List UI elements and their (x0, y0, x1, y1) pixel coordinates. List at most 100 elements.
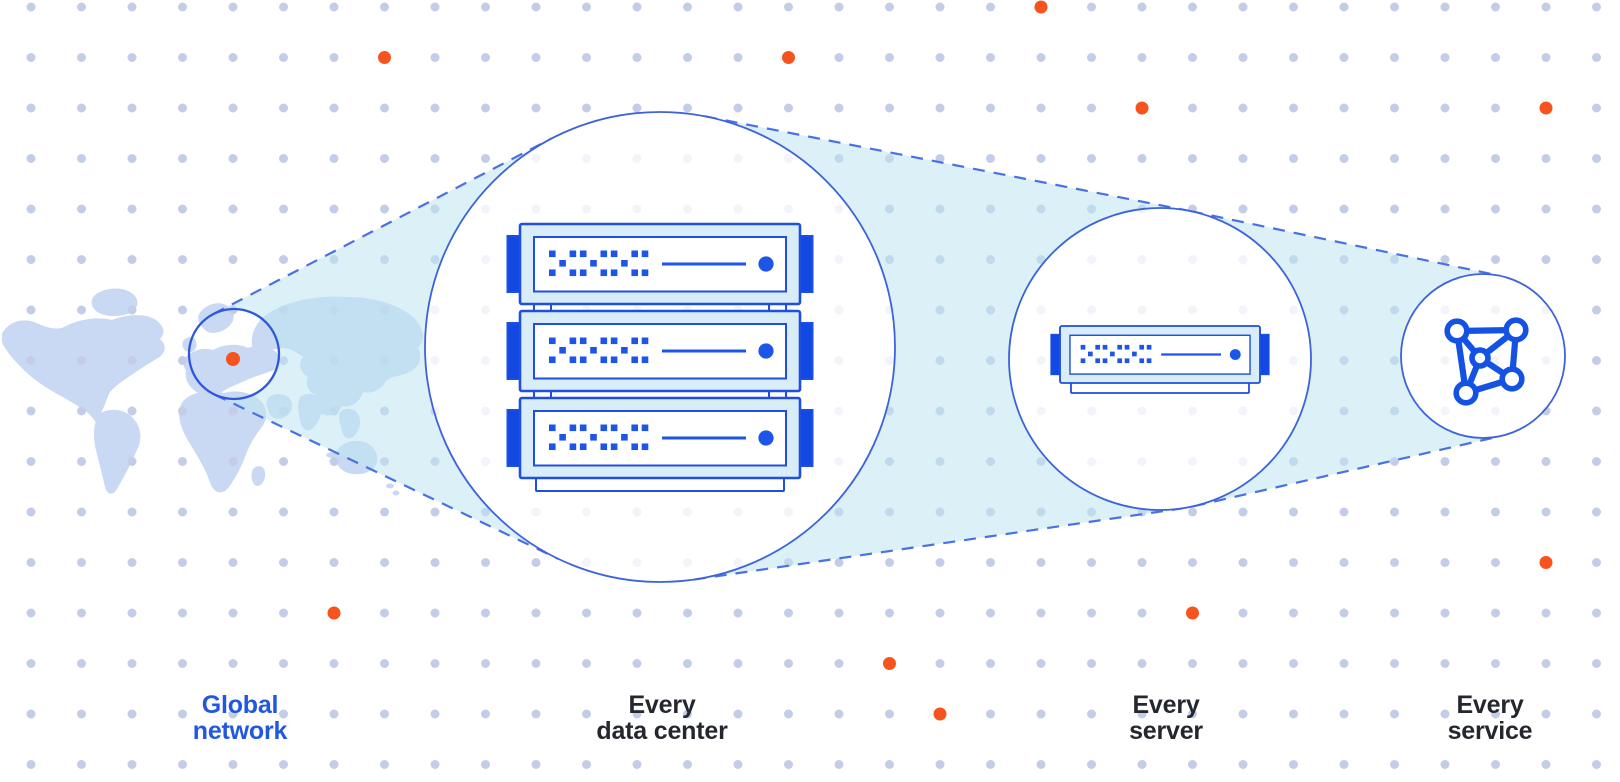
accent-dot (378, 51, 391, 64)
server-pixel (641, 269, 649, 277)
grid-dot (1491, 659, 1500, 668)
grid-dot (1137, 2, 1147, 12)
grid-dot (1087, 103, 1096, 113)
grid-dot (1440, 507, 1450, 517)
grid-dot (481, 659, 490, 668)
grid-dot (1491, 507, 1500, 517)
grid-dot (1188, 558, 1197, 567)
grid-dot (430, 53, 440, 62)
grid-dot (279, 608, 288, 618)
grid-dot (329, 53, 339, 62)
grid-dot (430, 558, 440, 567)
grid-dot (329, 204, 339, 214)
grid-dot (228, 2, 238, 12)
server-led (758, 256, 774, 272)
grid-dot (127, 53, 137, 62)
grid-dot (1541, 760, 1551, 769)
grid-dot (178, 507, 187, 517)
grid-dot (127, 103, 137, 113)
label-line: data center (596, 717, 728, 745)
grid-dot (1491, 457, 1500, 466)
grid-dot (531, 760, 541, 769)
grid-dot (1188, 507, 1197, 517)
grid-dot (935, 659, 945, 668)
grid-dot (935, 53, 945, 62)
grid-dot (935, 760, 945, 769)
grid-dot (1390, 103, 1399, 113)
grid-dot (26, 204, 36, 214)
grid-dot (1087, 558, 1096, 567)
server-pixel (579, 424, 587, 432)
mesh-node (1469, 347, 1491, 369)
grid-dot (1087, 760, 1096, 769)
grid-dot (1238, 760, 1248, 769)
grid-dot (632, 608, 642, 618)
grid-dot (1339, 204, 1349, 214)
grid-dot (1137, 154, 1147, 163)
grid-dot (1238, 204, 1248, 214)
label-line: Every (628, 691, 696, 719)
grid-dot (380, 558, 389, 567)
grid-dot (279, 53, 288, 62)
grid-dot (481, 760, 490, 769)
grid-dot (1592, 760, 1601, 769)
grid-dot (1491, 2, 1500, 12)
grid-dot (380, 659, 389, 668)
grid-dot (178, 2, 187, 12)
grid-dot (935, 103, 945, 113)
grid-dot (228, 760, 238, 769)
server-pixel (610, 443, 618, 451)
grid-dot (1491, 608, 1500, 618)
server-pixel (569, 443, 577, 451)
grid-dot (1137, 608, 1147, 618)
grid-dot (1541, 53, 1551, 62)
grid-dot (1541, 709, 1551, 719)
grid-dot (531, 709, 541, 719)
grid-dot (228, 709, 238, 719)
accent-dot (1135, 101, 1149, 115)
grid-dot (481, 103, 490, 113)
grid-dot (834, 53, 844, 62)
grid-dot (1592, 2, 1601, 12)
grid-dot (1188, 154, 1197, 163)
grid-dot (632, 103, 642, 113)
grid-dot (279, 457, 288, 466)
server-pixel (549, 250, 556, 258)
grid-dot (228, 457, 238, 466)
grid-dot (1390, 760, 1399, 769)
server-led (758, 343, 774, 359)
server-pixel (1088, 351, 1093, 357)
grid-dot (380, 103, 389, 113)
grid-dot (986, 608, 995, 618)
grid-dot (77, 709, 86, 719)
grid-dot (1592, 255, 1601, 264)
grid-dot (531, 558, 541, 567)
grid-dot (1339, 558, 1349, 567)
server-pixel (590, 259, 597, 267)
grid-dot (481, 709, 490, 719)
grid-dot (1289, 760, 1298, 769)
grid-dot (26, 760, 36, 769)
server-pixel (590, 433, 597, 441)
grid-dot (1289, 558, 1298, 567)
grid-dot (430, 507, 440, 517)
grid-dot (1087, 659, 1096, 668)
grid-dot (77, 53, 86, 62)
grid-dot (1137, 709, 1147, 719)
server-pixel (559, 346, 566, 354)
grid-dot (77, 457, 86, 466)
grid-dot (733, 709, 743, 719)
grid-dot (77, 406, 86, 416)
grid-dot (1036, 659, 1046, 668)
grid-dot (127, 154, 137, 163)
grid-dot (1339, 507, 1349, 517)
server-pixel (610, 269, 618, 277)
grid-dot (481, 608, 490, 618)
grid-dot (986, 53, 995, 62)
grid-dot (77, 659, 86, 668)
grid-dot (885, 103, 894, 113)
grid-dot (885, 558, 894, 567)
grid-dot (430, 154, 440, 163)
grid-dot (77, 103, 86, 113)
grid-dot (329, 659, 339, 668)
